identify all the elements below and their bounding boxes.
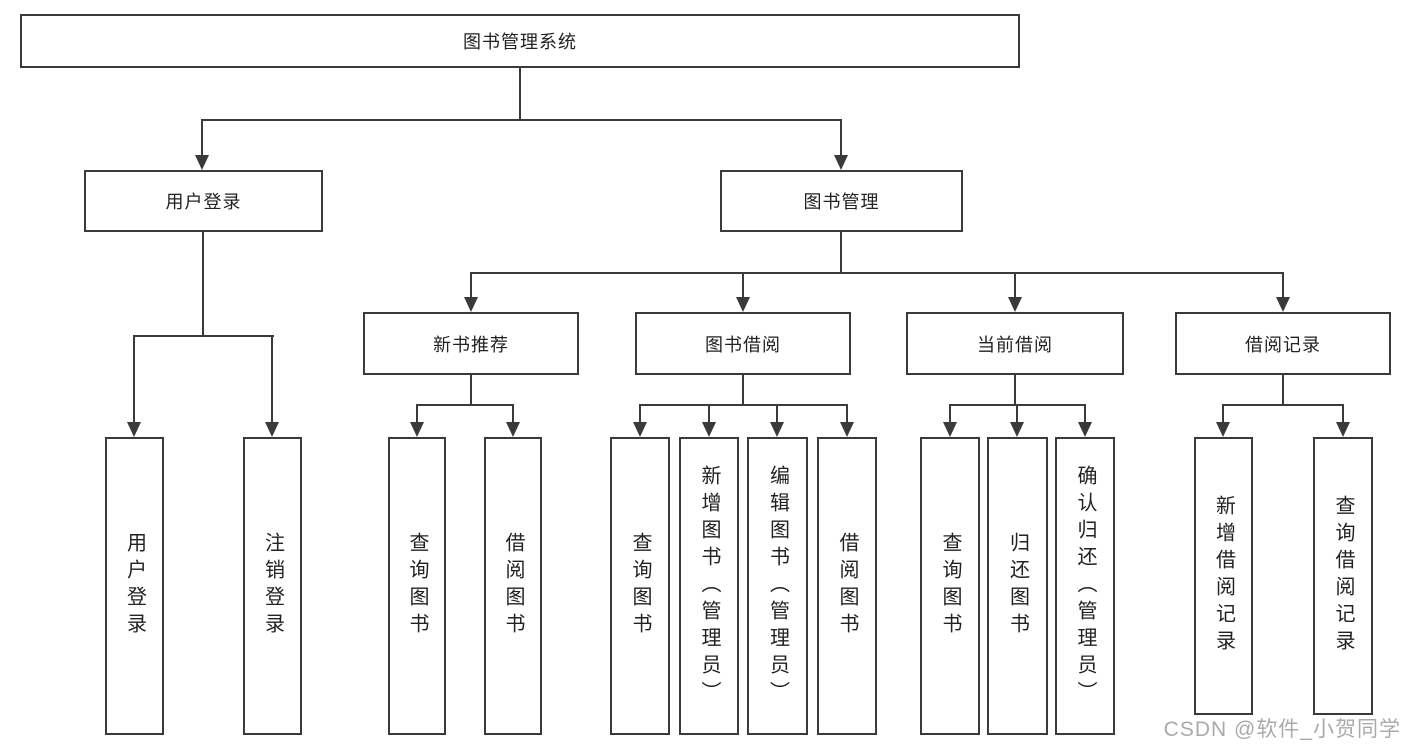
arrowhead-down [633, 422, 647, 437]
leaf-label: 查询图书 [939, 532, 961, 640]
leaf-label: 借阅图书 [502, 532, 524, 640]
connector-drop [949, 404, 951, 423]
connector-drop [470, 272, 472, 298]
connector-book-management-stem [840, 232, 842, 273]
leaf-logout: 注销登录 [243, 437, 302, 735]
connector-drop [846, 404, 848, 423]
leaf-return-book: 归还图书 [987, 437, 1048, 735]
connector-stem [1014, 375, 1016, 405]
leaf-label: 借阅图书 [836, 532, 858, 640]
leaf-label: 归还图书 [1006, 532, 1029, 640]
leaf-label: 编辑图书（管理员） [766, 464, 789, 708]
node-label: 当前借阅 [977, 334, 1053, 355]
node-label: 图书管理 [803, 192, 880, 212]
leaf-current-query-books: 查询图书 [920, 437, 980, 735]
arrowhead-down [506, 422, 520, 437]
connector-drop [1084, 404, 1086, 423]
arrowhead-down [1276, 297, 1290, 312]
connector-stem [1282, 375, 1284, 405]
node-label: 用户登录 [165, 192, 242, 212]
connector-drop [201, 119, 203, 157]
arrowhead-down [1078, 422, 1092, 437]
leaf-edit-book-admin: 编辑图书（管理员） [747, 437, 808, 735]
connector-drop [1282, 272, 1284, 298]
connector-drop [840, 119, 842, 157]
arrowhead-down [1216, 422, 1230, 437]
node-book-management: 图书管理 [720, 170, 963, 232]
connector-drop [742, 272, 744, 298]
arrowhead-down [834, 155, 848, 170]
leaf-user-login: 用户登录 [105, 437, 164, 735]
connector-root-stem [519, 68, 521, 121]
connector-drop [512, 404, 514, 423]
leaf-label: 确认归还（管理员） [1074, 464, 1096, 708]
arrowhead-down [702, 422, 716, 437]
node-current-borrowing: 当前借阅 [906, 312, 1124, 375]
leaf-label: 查询图书 [629, 532, 651, 640]
connector-level3-rail [470, 272, 1284, 274]
arrowhead-down [1008, 297, 1022, 312]
connector-drop [708, 404, 710, 423]
leaf-query-borrow-record: 查询借阅记录 [1313, 437, 1373, 715]
node-new-book-recommendation: 新书推荐 [363, 312, 579, 375]
leaf-recommend-query-books: 查询图书 [388, 437, 446, 735]
leaf-label: 查询借阅记录 [1332, 495, 1354, 657]
arrowhead-down [736, 297, 750, 312]
connector-drop [1016, 404, 1018, 423]
leaf-borrowing-borrow-books: 借阅图书 [817, 437, 877, 735]
leaf-recommend-borrow-books: 借阅图书 [484, 437, 542, 735]
connector-drop [1342, 404, 1344, 423]
node-borrowing-records: 借阅记录 [1175, 312, 1391, 375]
leaf-confirm-return-admin: 确认归还（管理员） [1055, 437, 1115, 735]
connector-rail [1222, 404, 1344, 406]
leaf-label: 查询图书 [406, 532, 428, 640]
arrowhead-down [770, 422, 784, 437]
leaf-label: 用户登录 [123, 532, 146, 640]
node-book-borrowing: 图书借阅 [635, 312, 851, 375]
leaf-borrowing-query-books: 查询图书 [610, 437, 670, 735]
connector-rail [416, 404, 514, 406]
arrowhead-down [840, 422, 854, 437]
connector-drop [1222, 404, 1224, 423]
node-label: 图书管理系统 [463, 32, 577, 52]
connector-drop [776, 404, 778, 423]
connector-stem [742, 375, 744, 405]
connector-rail [639, 404, 848, 406]
leaf-add-borrow-record: 新增借阅记录 [1194, 437, 1253, 715]
connector-drop [416, 404, 418, 423]
connector-drop [1014, 272, 1016, 298]
leaf-add-book-admin: 新增图书（管理员） [679, 437, 739, 735]
leaf-label: 新增借阅记录 [1212, 495, 1235, 657]
node-label: 借阅记录 [1245, 334, 1321, 355]
node-library-management-system: 图书管理系统 [20, 14, 1020, 68]
connector-level2-rail [201, 119, 842, 121]
arrowhead-down [265, 422, 279, 437]
arrowhead-down [943, 422, 957, 437]
csdn-watermark: CSDN @软件_小贺同学 [1163, 718, 1401, 741]
node-label: 新书推荐 [433, 334, 509, 355]
leaf-label: 新增图书（管理员） [698, 464, 720, 708]
arrowhead-down [464, 297, 478, 312]
connector-stem [470, 375, 472, 405]
connector-drop [133, 335, 135, 423]
connector-user-login-rail [133, 335, 274, 337]
arrowhead-down [195, 155, 209, 170]
arrowhead-down [1010, 422, 1024, 437]
leaf-label: 注销登录 [261, 532, 284, 640]
connector-drop [271, 335, 273, 423]
arrowhead-down [410, 422, 424, 437]
connector-drop [639, 404, 641, 423]
arrowhead-down [127, 422, 141, 437]
node-user-login: 用户登录 [84, 170, 323, 232]
node-label: 图书借阅 [705, 334, 781, 355]
arrowhead-down [1336, 422, 1350, 437]
connector-user-login-stem [202, 232, 204, 337]
